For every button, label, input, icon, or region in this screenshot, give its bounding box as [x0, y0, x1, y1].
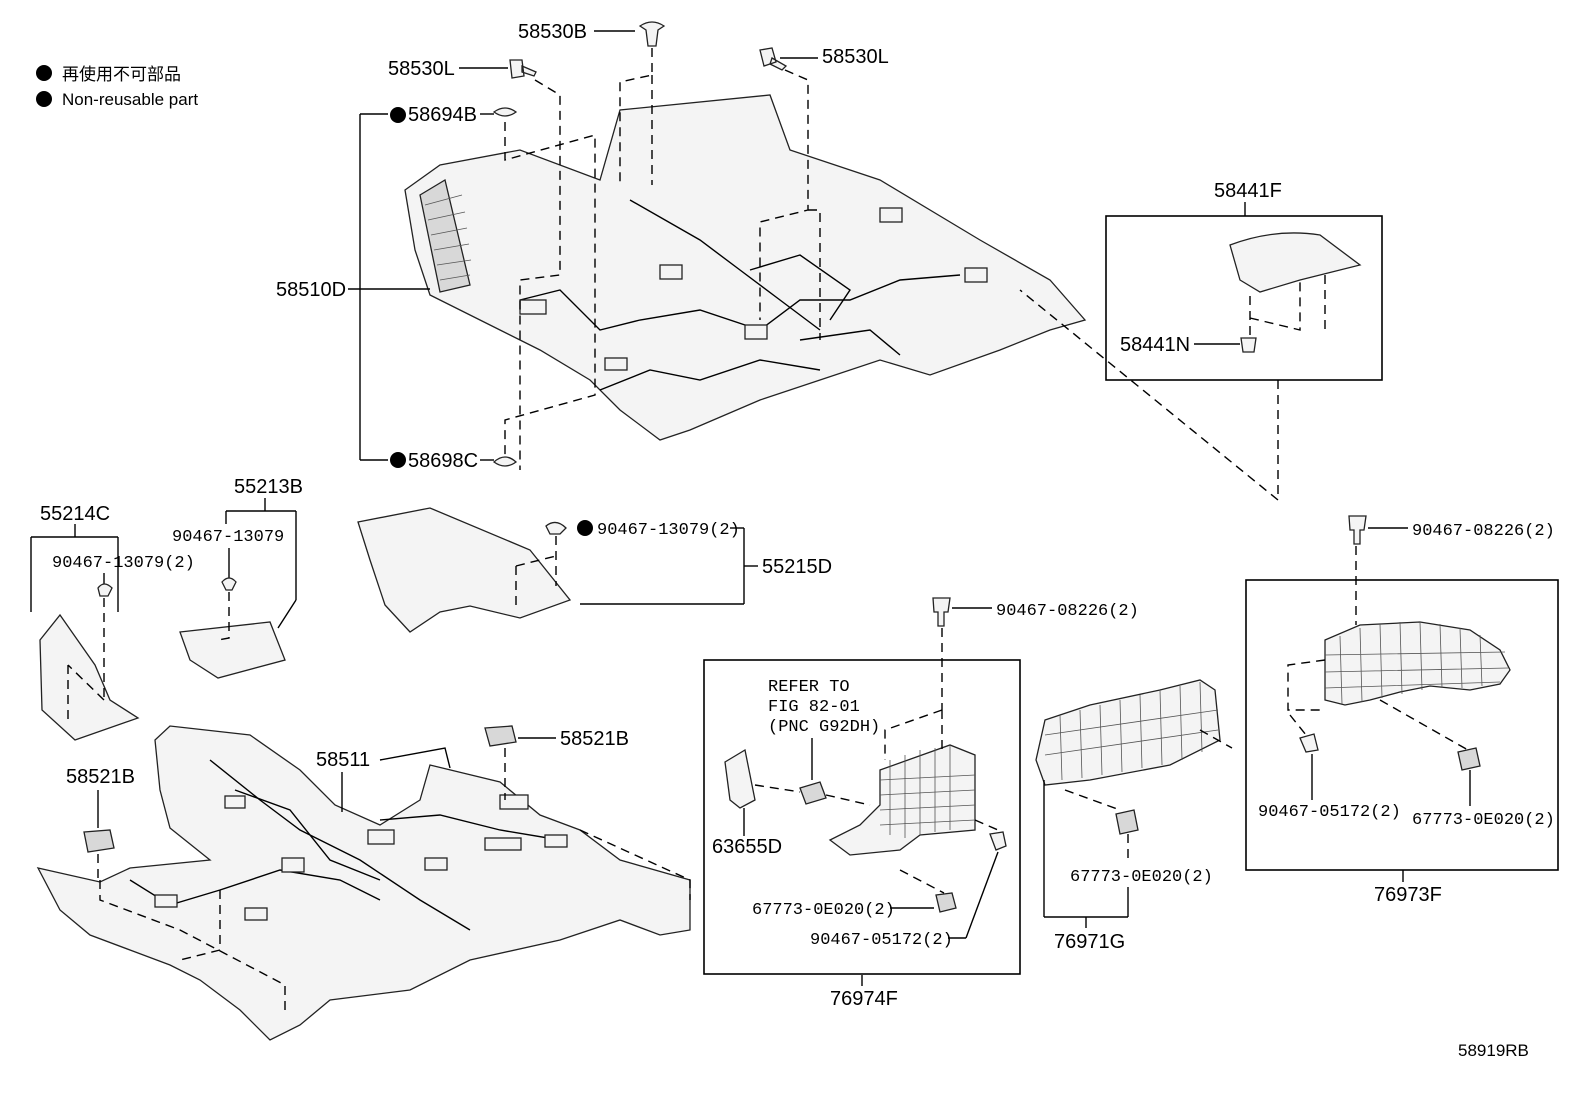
clip-icon: [1299, 733, 1319, 753]
part-58511: 58511: [316, 749, 370, 812]
label-90467-05172-b: 90467-05172(2): [1258, 803, 1401, 822]
screw-icon: [509, 59, 537, 79]
non-reusable-bullet-icon: [36, 91, 52, 107]
clip-icon: [989, 831, 1007, 851]
part-58530B: 58530B: [518, 21, 666, 185]
part-58530L-right: 58530L: [759, 46, 889, 340]
fastener-icon: [83, 829, 115, 853]
label-58694B: 58694B: [408, 104, 477, 126]
label-76974F: 76974F: [830, 988, 898, 1010]
part-76974F: 90467-08226(2) REFER TO FIG 82-01 (PNC G…: [703, 597, 1139, 1010]
label-refer-to-line-2: FIG 82-01: [768, 698, 860, 717]
screw-icon: [759, 47, 788, 71]
label-58511: 58511: [316, 749, 370, 771]
label-58441N: 58441N: [1120, 334, 1190, 356]
connector-icon: [799, 781, 827, 805]
retainer-icon: [492, 456, 518, 467]
label-55213B: 55213B: [234, 476, 303, 498]
nut-icon: [935, 892, 957, 913]
label-90467-08226-a: 90467-08226(2): [996, 602, 1139, 621]
label-58530L-right: 58530L: [822, 46, 889, 68]
non-reusable-bullet-icon: [390, 452, 406, 468]
wheel-house-trim-76973F-illustration: [1324, 621, 1511, 706]
bracket-63655D-illustration: [724, 748, 756, 809]
legend-text-jp: 再使用不可部品: [62, 64, 181, 84]
clip-icon: [638, 21, 666, 47]
label-58521B-left: 58521B: [66, 766, 135, 788]
part-55214C: 55214C 90467-13079(2): [30, 503, 195, 741]
label-90467-08226-b: 90467-08226(2): [1412, 522, 1555, 541]
part-58510D: 58510D: [276, 279, 430, 301]
nut-icon: [1115, 809, 1139, 835]
clip-icon: [97, 583, 113, 597]
label-67773-0E020-b: 67773-0E020(2): [1070, 868, 1213, 887]
label-76971G: 76971G: [1054, 931, 1125, 953]
label-90467-05172-a: 90467-05172(2): [810, 931, 953, 950]
label-67773-0E020-a: 67773-0E020(2): [752, 901, 895, 920]
label-refer-to-line-1: REFER TO: [768, 678, 850, 697]
part-55215D: 90467-13079(2) 55215D: [357, 507, 832, 633]
diagram-code: 58919RB: [1458, 1041, 1529, 1060]
part-58521B-right: 58521B: [484, 725, 629, 800]
non-reusable-bullet-icon: [577, 520, 593, 536]
deck-trim-76974F-illustration: [828, 744, 976, 856]
part-76971G: 67773-0E020(2) 76971G: [1035, 679, 1233, 953]
non-reusable-bullet-icon: [36, 65, 52, 81]
fastener-icon: [484, 725, 517, 747]
label-58530L-left: 58530L: [388, 58, 455, 80]
side-trim-55213B-illustration: [179, 621, 286, 679]
clip-icon: [932, 597, 951, 627]
part-76973F: 90467-08226(2) 90467-05172(2) 67773-0E02…: [1245, 515, 1559, 906]
part-58441F: 58441F 58441N: [1019, 180, 1383, 502]
label-58530B: 58530B: [518, 21, 587, 43]
label-58521B-right: 58521B: [560, 728, 629, 750]
non-reusable-bullet-icon: [390, 107, 406, 123]
legend: 再使用不可部品 Non-reusable part: [36, 64, 198, 109]
label-55214C: 55214C: [40, 503, 110, 525]
label-58441F: 58441F: [1214, 180, 1282, 202]
label-refer-to-line-3: (PNC G92DH): [768, 718, 880, 737]
clip-icon: [545, 521, 567, 535]
label-90467-13079-b: 90467-13079: [172, 528, 284, 547]
floor-carpet-front-illustration: [404, 94, 1087, 441]
floor-carpet-rear-illustration: [36, 725, 691, 1041]
part-58521B-left: 58521B: [66, 766, 135, 882]
trim-pad-illustration: [1229, 232, 1362, 293]
floor-pad-55215D-illustration: [357, 507, 572, 633]
clip-icon: [1240, 337, 1257, 353]
clip-icon: [1348, 515, 1367, 545]
clip-icon: [221, 577, 237, 591]
label-90467-13079-a: 90467-13079(2): [52, 554, 195, 573]
label-58510D: 58510D: [276, 279, 346, 301]
label-55215D: 55215D: [762, 556, 832, 578]
label-58698C: 58698C: [408, 450, 478, 472]
parts-58694B-58698C: 58694B 58698C: [359, 104, 596, 472]
side-trim-76971G-illustration: [1035, 679, 1221, 786]
retainer-icon: [492, 107, 518, 117]
part-55213B: 55213B 90467-13079: [172, 476, 303, 679]
label-63655D: 63655D: [712, 836, 782, 858]
legend-text-en: Non-reusable part: [62, 90, 198, 109]
label-76973F: 76973F: [1374, 884, 1442, 906]
side-trim-55214C-illustration: [39, 613, 140, 741]
nut-icon: [1457, 747, 1481, 771]
label-67773-0E020-c: 67773-0E020(2): [1412, 811, 1555, 830]
label-90467-13079-c: 90467-13079(2): [597, 521, 740, 540]
part-58530L-left: 58530L: [388, 58, 561, 470]
